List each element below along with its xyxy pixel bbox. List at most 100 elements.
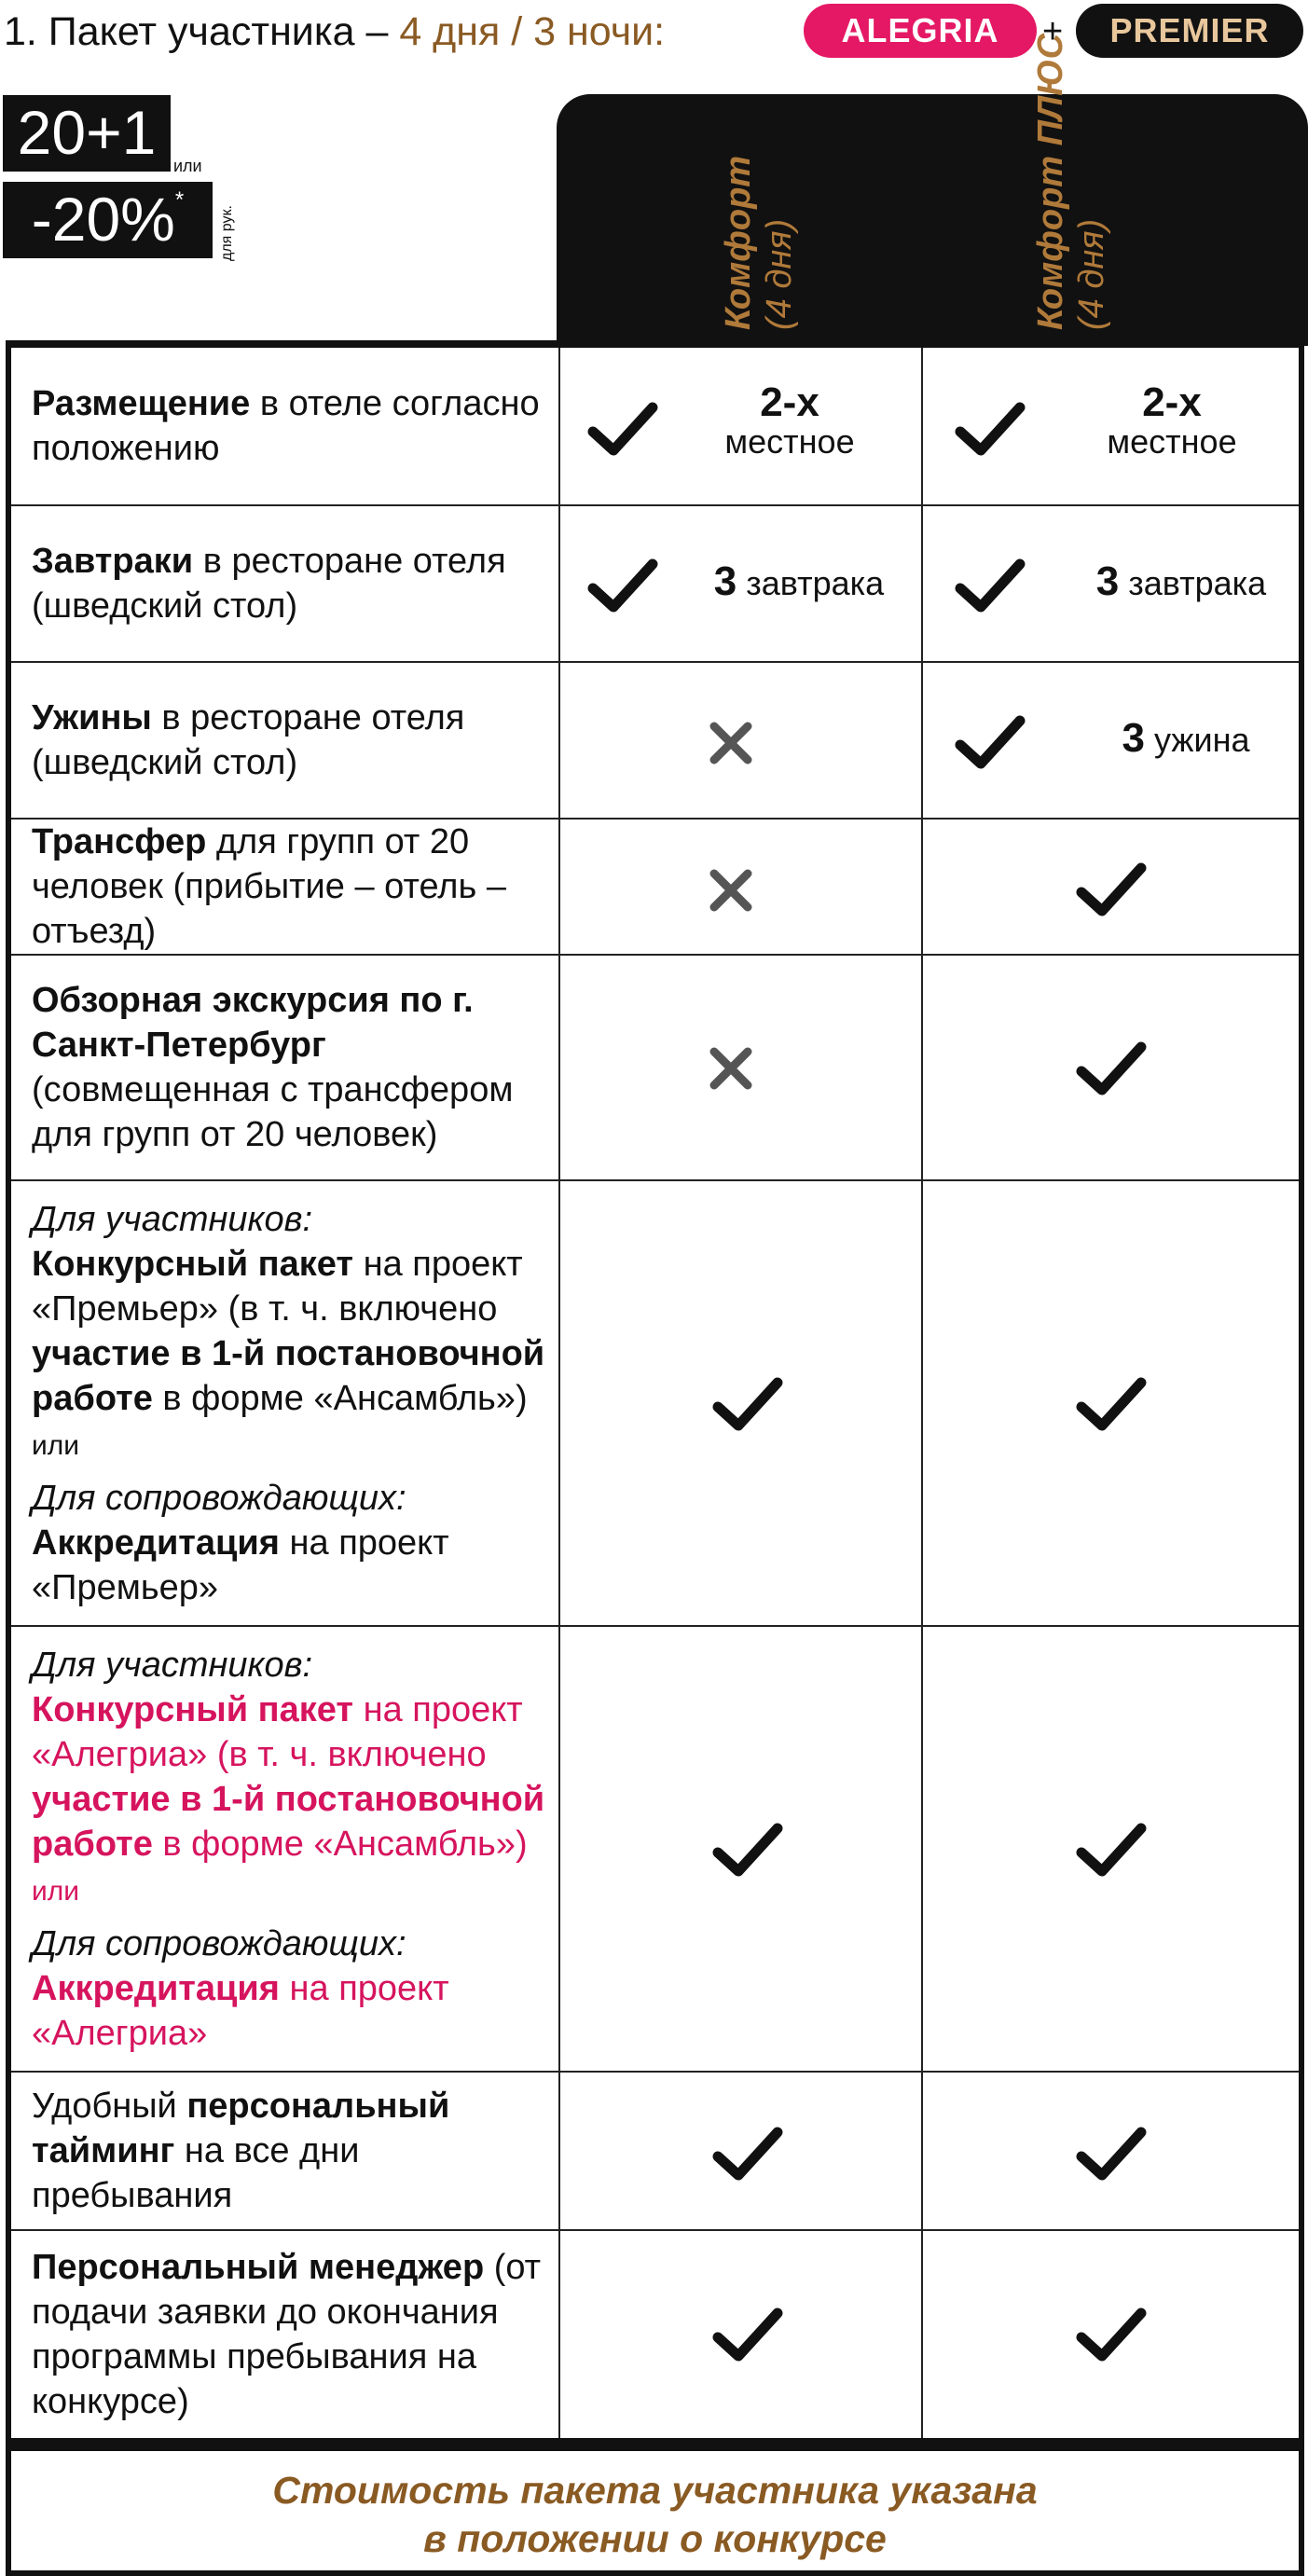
- divider: [558, 348, 560, 504]
- row-lead: Для сопровождающих:: [32, 1478, 406, 1518]
- row-text: на проект «Алегриа»: [32, 1968, 449, 2053]
- row-text: на проект «Алегриа» (в т. ч. включено: [32, 1689, 523, 1774]
- value-small: местное: [724, 422, 855, 461]
- table-row: Для участников: Конкурсный пакет на проек…: [11, 1181, 1299, 1627]
- column-name: Комфорт ПЛЮС: [1031, 33, 1070, 330]
- promo-asterisk: *: [174, 187, 185, 213]
- row-bold: Трансфер: [32, 822, 207, 861]
- check-icon: [710, 1817, 785, 1882]
- row-value: 3 ужина: [1083, 718, 1288, 760]
- value-number: 3: [713, 558, 737, 604]
- divider: [558, 2231, 560, 2438]
- divider: [558, 2073, 560, 2229]
- row-text: в ресторане отеля (шведский стол): [32, 698, 465, 782]
- row-or: или: [32, 1429, 80, 1461]
- table-row: Удобный персональный тайминг на все дни …: [11, 2073, 1299, 2231]
- row-text: на проект «Премьер» (в т. ч. включено: [32, 1244, 523, 1329]
- row-text: на проект «Премьер»: [32, 1522, 449, 1607]
- row-bold: Аккредитация: [32, 1968, 280, 2008]
- table-row: Размещение в отеле согласно положению 2-…: [11, 348, 1299, 506]
- value-word: завтрака: [737, 564, 885, 602]
- header: 1. Пакет участника – 4 дня / 3 ночи: ALE…: [0, 0, 1308, 71]
- check-icon: [710, 2121, 785, 2186]
- cross-icon: [703, 862, 759, 918]
- divider: [558, 1181, 560, 1625]
- check-icon: [953, 709, 1027, 775]
- row-bold: персональный тайминг: [32, 2087, 450, 2170]
- table-row: Завтраки в ресторане отеля (шведский сто…: [11, 506, 1299, 663]
- check-icon: [710, 2302, 785, 2367]
- check-icon: [1074, 2302, 1149, 2367]
- row-lead: Для участников:: [32, 1199, 313, 1239]
- divider: [921, 348, 923, 504]
- row-text: для групп от 20 человек (прибытие – отел…: [32, 822, 506, 951]
- column-label-comfort-plus: Комфорт ПЛЮС (4 дня): [1030, 34, 1112, 330]
- divider: [921, 506, 923, 661]
- row-bold: Персональный менеджер: [32, 2248, 485, 2287]
- row-label: Трансфер для групп от 20 человек (прибыт…: [32, 820, 554, 954]
- row-text: в форме «Ансамбль»): [152, 1824, 528, 1864]
- check-icon: [953, 396, 1027, 461]
- row-bold: Размещение: [32, 384, 251, 423]
- value-big: 2-х: [1142, 379, 1202, 425]
- divider: [921, 2073, 923, 2229]
- check-icon: [1074, 1371, 1149, 1437]
- row-label: Размещение в отеле согласно положению: [32, 348, 554, 504]
- footer-text: Стоимость пакета участника указана в пол…: [11, 2466, 1299, 2563]
- row-text: на все дни пребывания: [32, 2131, 360, 2215]
- check-icon: [710, 1371, 785, 1437]
- footer-note: Стоимость пакета участника указана в пол…: [6, 2444, 1304, 2576]
- footer-line: Стоимость пакета участника указана: [272, 2469, 1038, 2512]
- value-word: ужина: [1144, 721, 1250, 759]
- footer-line: в положении о конкурсе: [423, 2517, 887, 2560]
- row-value: 3 завтрака: [682, 561, 916, 603]
- row-text: Удобный: [32, 2087, 187, 2126]
- divider: [558, 956, 560, 1179]
- table-row: Для участников:Конкурсный пакет на проек…: [11, 1627, 1299, 2073]
- title-accent: 4 дня / 3 ночи:: [399, 9, 666, 54]
- column-sub: (4 дня): [1072, 218, 1111, 330]
- value-word: завтрака: [1119, 564, 1267, 602]
- divider: [921, 956, 923, 1179]
- column-label-comfort: Комфорт (4 дня): [718, 156, 800, 330]
- cross-icon: [703, 715, 759, 771]
- row-bold: участие в 1-й постановочной работе: [32, 1779, 545, 1864]
- table-row: Персональный менеджер (от подачи заявки …: [11, 2231, 1299, 2438]
- row-bold: Конкурсный пакет: [32, 1689, 354, 1729]
- row-label: Персональный менеджер (от подачи заявки …: [32, 2231, 554, 2438]
- value-number: 3: [1122, 715, 1145, 761]
- row-text: (от подачи заявки до окончания программы…: [32, 2248, 542, 2421]
- check-icon: [1074, 1036, 1149, 1101]
- promo-badge-20-1: 20+1: [3, 95, 171, 172]
- cross-icon: [703, 1040, 759, 1096]
- row-label: Для участников:Конкурсный пакет на проек…: [32, 1627, 554, 2071]
- check-icon: [1074, 2121, 1149, 2186]
- table-row: Обзорная экскурсия по г. Санкт-Петербург…: [11, 956, 1299, 1181]
- divider: [921, 663, 923, 818]
- row-bold: Обзорная экскурсия по г. Санкт-Петербург: [32, 981, 474, 1065]
- check-icon: [585, 553, 660, 618]
- table-row: Ужины в ресторане отеля (шведский стол) …: [11, 663, 1299, 820]
- row-or: или: [32, 1875, 80, 1907]
- alegria-badge: ALEGRIA: [804, 4, 1037, 58]
- column-name: Комфорт: [719, 155, 758, 330]
- table-row: Трансфер для групп от 20 человек (прибыт…: [11, 820, 1299, 956]
- row-bold: Конкурсный пакет: [32, 1244, 354, 1284]
- divider: [558, 1627, 560, 2071]
- divider: [921, 1627, 923, 2071]
- title-main: 1. Пакет участника –: [4, 9, 400, 54]
- divider: [921, 1181, 923, 1625]
- row-bold: участие в 1-й постановочной работе: [32, 1333, 545, 1418]
- check-icon: [1074, 857, 1149, 922]
- row-text: в форме «Ансамбль»): [152, 1378, 528, 1418]
- page-title: 1. Пакет участника – 4 дня / 3 ночи:: [4, 6, 665, 58]
- check-icon: [585, 396, 660, 461]
- promo-discount-text: -20%: [31, 185, 175, 254]
- row-label: Для участников: Конкурсный пакет на проек…: [32, 1181, 554, 1625]
- row-label: Ужины в ресторане отеля (шведский стол): [32, 663, 554, 818]
- row-lead: Для сопровождающих:: [32, 1923, 406, 1963]
- divider: [558, 663, 560, 818]
- row-value: 3 завтрака: [1065, 561, 1298, 603]
- row-bold: Завтраки: [32, 542, 194, 581]
